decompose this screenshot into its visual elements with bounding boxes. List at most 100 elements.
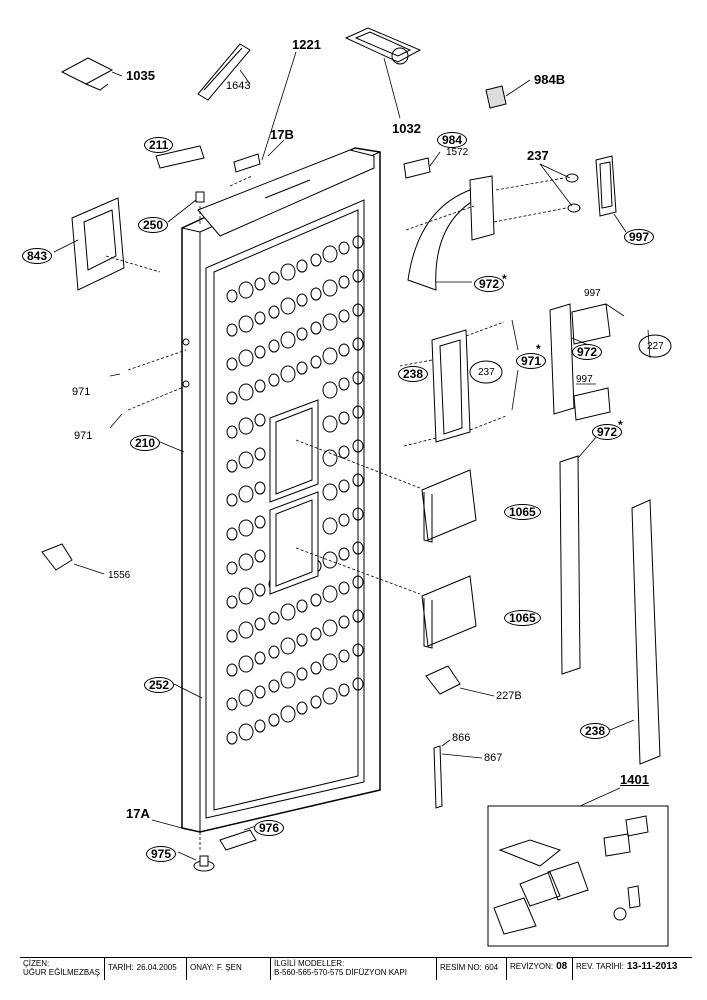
door-hole [226, 289, 238, 303]
door-hole [338, 479, 350, 493]
clip-227B [425, 665, 461, 695]
screws-237 [565, 173, 581, 213]
label-17A: 17A [126, 806, 150, 821]
onay-value: F. ŞEN [216, 963, 242, 972]
modeller-label: İLGİLİ MODELLER: [274, 959, 345, 968]
door-hole [280, 705, 296, 723]
door-hole [226, 561, 238, 575]
kit-1401-box [487, 805, 669, 947]
door-hole [352, 643, 364, 657]
label-1035: 1035 [126, 68, 155, 83]
door-hole [296, 259, 308, 273]
title-cizen-cell: ÇİZEN: UĞUR EĞİLMEZBAŞ [20, 958, 104, 980]
label-238-rail: 238 [580, 723, 611, 739]
title-revtarih-cell: REV. TARİHİ:13-11-2013 [572, 958, 692, 980]
door-hole [338, 309, 350, 323]
revizyon-label: REVİZYON: [510, 962, 554, 971]
door-hole [226, 527, 238, 541]
door-hole [322, 551, 338, 569]
label-1065-upper: 1065 [504, 504, 541, 520]
door-hole [352, 337, 364, 351]
door-hole [338, 615, 350, 629]
clip-1556 [41, 543, 73, 571]
door-hole [268, 679, 280, 693]
door-hole [338, 411, 350, 425]
label-1032: 1032 [392, 121, 421, 136]
door-hole [254, 447, 266, 461]
door-hole [352, 473, 364, 487]
door-hole [322, 347, 338, 365]
door-hole [352, 303, 364, 317]
door-hole [238, 723, 254, 741]
rod-866 [433, 745, 443, 809]
door-hole [338, 241, 350, 255]
label-971-left-b: 971 [74, 430, 93, 442]
label-972-low-star: * [618, 418, 623, 432]
door-hole [226, 629, 238, 643]
handle-972-right [549, 303, 611, 421]
door-hole [280, 637, 296, 655]
door-hole [254, 413, 266, 427]
door-hole [226, 323, 238, 337]
door-hole [310, 287, 322, 301]
door-hole [238, 519, 254, 537]
part-211 [155, 145, 205, 169]
tarih-value: 26.04.2005 [136, 963, 177, 972]
label-227B: 227B [496, 690, 522, 702]
door-hole [268, 645, 280, 659]
part-975 [193, 855, 215, 872]
label-237-top: 237 [527, 148, 549, 163]
label-843: 843 [22, 248, 53, 264]
door-hole [322, 619, 338, 637]
part-984B [485, 85, 507, 109]
door-hole [238, 383, 254, 401]
door-hole [338, 683, 350, 697]
label-972-mid: 972 [572, 344, 603, 360]
label-867: 867 [484, 752, 503, 764]
part-843 [71, 197, 125, 291]
door-hole [226, 425, 238, 439]
leader-lines [53, 51, 651, 861]
door-hole [238, 485, 254, 503]
door-hole [322, 517, 338, 535]
part-997-cap [595, 155, 617, 217]
resim-value: 604 [484, 963, 499, 972]
door-hole [310, 695, 322, 709]
label-1572: 1572 [446, 147, 469, 158]
door-hole [352, 371, 364, 385]
door-hole [352, 507, 364, 521]
door-hole [322, 653, 338, 671]
door-hole [238, 621, 254, 639]
door-hole [296, 361, 308, 375]
door-hole [268, 271, 280, 285]
resim-label: RESİM NO: [440, 963, 482, 972]
door-hole [338, 343, 350, 357]
label-971-right-star: * [536, 342, 541, 356]
door-hole [226, 493, 238, 507]
title-onay-cell: ONAY:F. ŞEN [186, 958, 270, 980]
label-972-top: 972 [474, 276, 505, 292]
door-hole [238, 315, 254, 333]
part-1221 [233, 153, 261, 173]
door-hole [310, 627, 322, 641]
label-984: 984 [437, 132, 468, 148]
cizen-value: UĞUR EĞİLMEZBAŞ [23, 968, 100, 977]
bracket-1065-lower [421, 575, 477, 649]
part-1032 [344, 27, 422, 65]
rail-972 [559, 455, 581, 675]
title-modeller-cell: İLGİLİ MODELLER: B-560-565-570-575 DİFÜZ… [270, 958, 436, 980]
door-hole [310, 661, 322, 675]
modeller-value: B-560-565-570-575 DİFÜZYON KAPI [274, 968, 407, 977]
door-hole [254, 345, 266, 359]
door-hole [296, 667, 308, 681]
door-hole [280, 671, 296, 689]
label-250: 250 [138, 217, 169, 233]
door-hole [280, 603, 296, 621]
door-hole [226, 731, 238, 745]
door-hole [322, 279, 338, 297]
label-1221: 1221 [292, 37, 321, 52]
door-hole [310, 253, 322, 267]
door-hole [338, 513, 350, 527]
door-hole [310, 355, 322, 369]
